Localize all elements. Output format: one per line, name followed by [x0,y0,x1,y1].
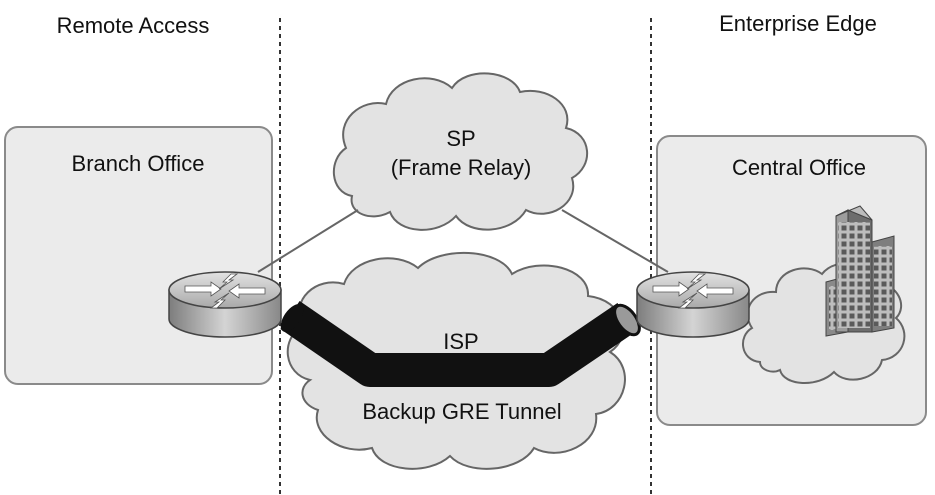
sp-cloud-label-line1: SP [446,126,475,151]
left-router-icon [168,271,282,338]
sp-cloud [332,72,588,231]
frame-relay-link-right [561,209,669,273]
frame-relay-link-left [257,209,359,273]
enterprise-edge-title: Enterprise Edge [719,11,877,36]
right-router-icon [636,271,750,338]
gre-tunnel [280,300,641,387]
gre-tunnel-label: Backup GRE Tunnel [362,399,561,424]
office-building-icon [825,205,895,337]
remote-access-title: Remote Access [57,13,210,38]
isp-cloud-label: ISP [443,329,478,354]
central-office-title: Central Office [732,155,866,180]
branch-office-title: Branch Office [72,151,205,176]
sp-cloud-label-line2: (Frame Relay) [391,155,532,180]
